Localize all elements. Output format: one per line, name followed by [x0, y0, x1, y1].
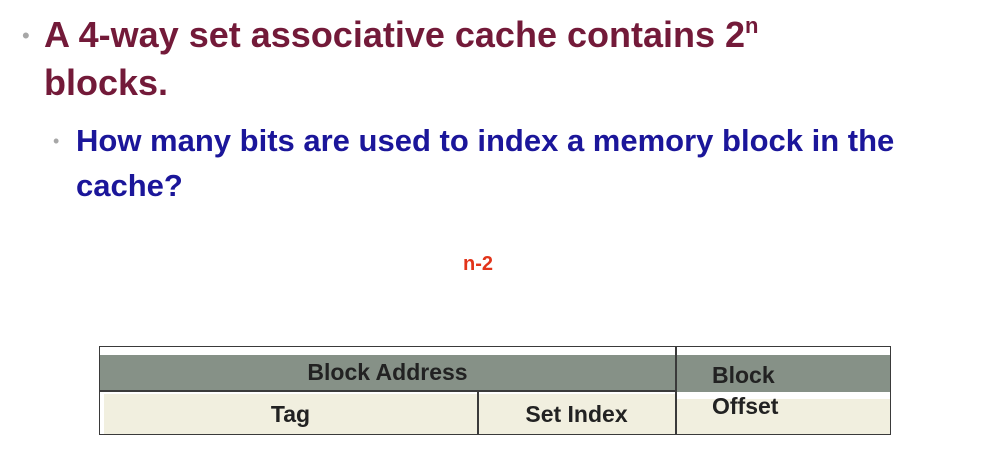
- set-index-field: Set Index: [478, 394, 675, 434]
- field-divider-horizontal: [100, 390, 675, 392]
- block-offset-field: Block Offset: [675, 355, 890, 434]
- main-point-text-line2: blocks.: [44, 62, 169, 103]
- main-point: A 4-way set associative cache contains 2…: [44, 11, 924, 107]
- main-point-text: A 4-way set associative cache contains 2: [44, 14, 746, 55]
- block-address-field: Block Address: [100, 355, 675, 390]
- address-fields-diagram: Block Address Tag Set Index Block Offset: [99, 346, 891, 435]
- sub-bullet-icon: •: [53, 131, 60, 151]
- tag-field: Tag: [104, 394, 477, 434]
- answer-text: n-2: [463, 253, 493, 275]
- block-offset-label-line2: Offset: [712, 393, 779, 419]
- block-offset-label-line1: Block: [712, 362, 775, 388]
- sub-point: How many bits are used to index a memory…: [76, 123, 895, 203]
- field-divider-offset: [675, 347, 677, 434]
- bullet-icon: •: [22, 23, 30, 48]
- exponent: n: [745, 13, 759, 38]
- field-divider-index: [477, 391, 479, 434]
